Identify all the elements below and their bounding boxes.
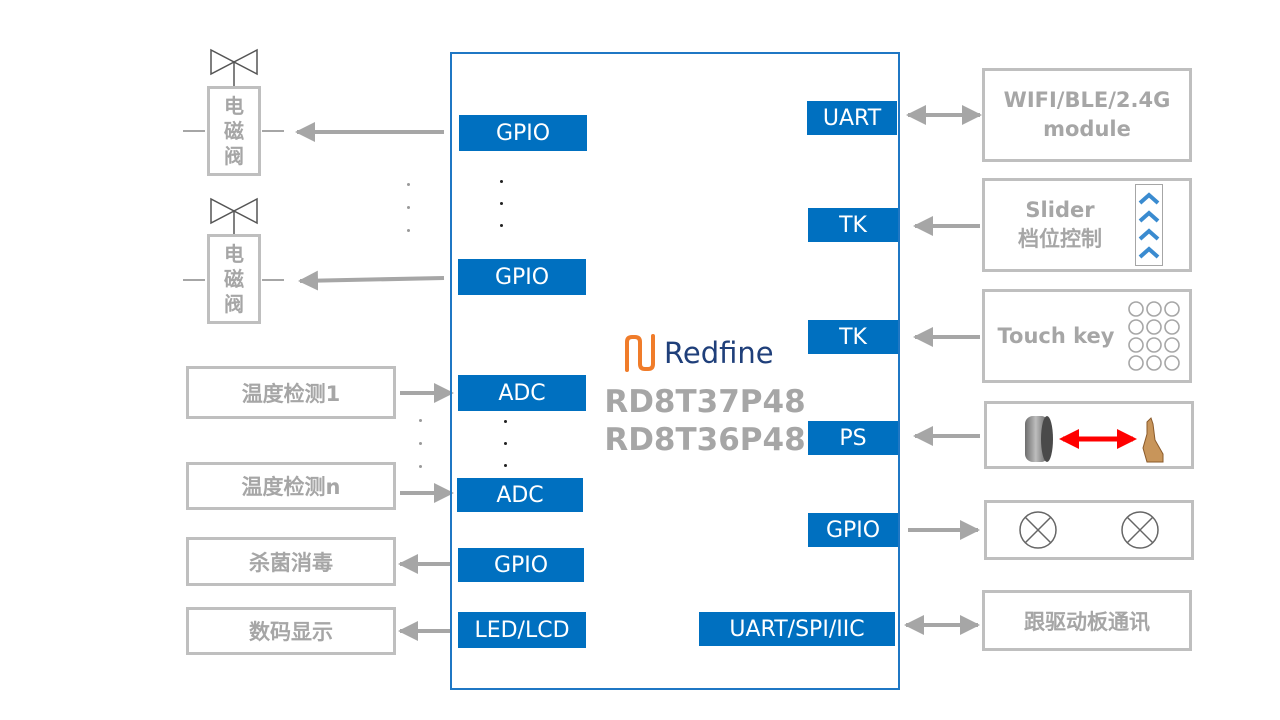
- sterilize-module: 杀菌消毒: [186, 537, 396, 586]
- wireless-module-line2: module: [1043, 117, 1131, 141]
- pin-gpio-3: GPIO: [458, 548, 584, 582]
- touch-key: Touch key: [982, 289, 1192, 383]
- ellipsis-dot: [407, 206, 410, 209]
- hand-icon: [1142, 417, 1164, 463]
- brand-name: Redfine: [664, 336, 774, 370]
- ellipsis-dot: [500, 224, 503, 227]
- chevron-up-stack-icon: [1135, 184, 1163, 266]
- driver-board-comm: 跟驱动板通讯: [982, 590, 1192, 651]
- ellipsis-dot: [419, 465, 422, 468]
- proximity-sensor-illustration: [1025, 416, 1164, 463]
- pin-adc-2: ADC: [457, 478, 583, 512]
- pin-adc-1: ADC: [458, 375, 586, 411]
- button-grid-icon: [1128, 301, 1180, 371]
- ellipsis-dot: [504, 464, 507, 467]
- lamp-cross-icon: [1019, 511, 1057, 549]
- pin-tk-2: TK: [808, 320, 898, 354]
- ellipsis-dot: [419, 419, 422, 422]
- slider-control: Slider 档位控制: [982, 178, 1192, 272]
- pin-ps: PS: [808, 421, 898, 455]
- touch-key-label: Touch key: [997, 324, 1115, 348]
- arrow-gpio2-valve2: [298, 270, 445, 291]
- proximity-sensor-icon: [1025, 416, 1053, 462]
- ellipsis-dot: [500, 202, 503, 205]
- wireless-module-line1: WIFI/BLE/2.4G: [1003, 88, 1171, 112]
- redfine-brand: Redfine: [622, 334, 774, 372]
- pin-tk-1: TK: [808, 208, 898, 242]
- solenoid-valve-1: 电 磁 阀: [207, 86, 261, 176]
- proximity-sensor-module: [984, 401, 1194, 469]
- pin-gpio-4: GPIO: [808, 513, 898, 547]
- slider-label-line1: Slider: [1025, 198, 1095, 222]
- pin-gpio-2: GPIO: [458, 259, 586, 295]
- wireless-module: WIFI/BLE/2.4G module: [982, 68, 1192, 162]
- lamp-outputs: [984, 500, 1194, 560]
- redfine-logo-icon: [625, 334, 655, 372]
- ellipsis-dot: [407, 183, 410, 186]
- temp-sensor-n: 温度检测n: [186, 462, 396, 510]
- ellipsis-dot: [419, 442, 422, 445]
- digital-display: 数码显示: [186, 607, 396, 655]
- solenoid-valve-2: 电 磁 阀: [207, 234, 261, 324]
- slider-label-line2: 档位控制: [1018, 227, 1102, 251]
- temp-sensor-1: 温度检测1: [186, 366, 396, 419]
- pin-gpio-1: GPIO: [459, 115, 587, 151]
- slider-label: Slider 档位控制: [985, 196, 1135, 254]
- model-name-1: RD8T37P48: [604, 384, 806, 420]
- lamp-cross-icon: [1121, 511, 1159, 549]
- valve-symbol-icon: [210, 197, 258, 234]
- ellipsis-dot: [407, 229, 410, 232]
- pin-uart-spi-iic: UART/SPI/IIC: [699, 612, 895, 646]
- pin-uart: UART: [807, 101, 897, 135]
- mcu-chip: [450, 52, 900, 690]
- ellipsis-dot: [504, 442, 507, 445]
- ellipsis-dot: [504, 420, 507, 423]
- model-name-2: RD8T36P48: [604, 422, 806, 458]
- valve-symbol-icon: [210, 48, 258, 86]
- ellipsis-dot: [500, 180, 503, 183]
- pin-led-lcd: LED/LCD: [458, 612, 586, 648]
